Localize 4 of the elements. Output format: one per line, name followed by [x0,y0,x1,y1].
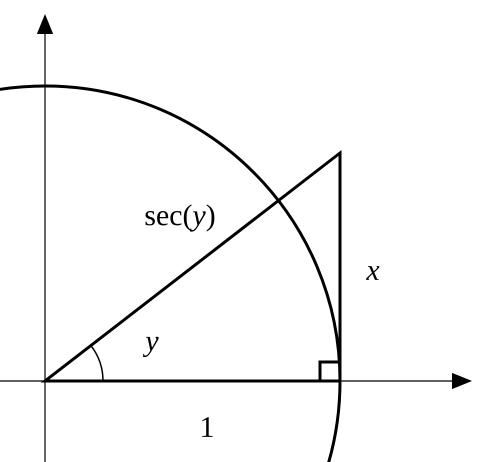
side-label: 1 [202,417,213,437]
angle-label: y [142,336,159,358]
side-label: sec(y) [146,204,214,232]
side-label: x [366,266,380,280]
